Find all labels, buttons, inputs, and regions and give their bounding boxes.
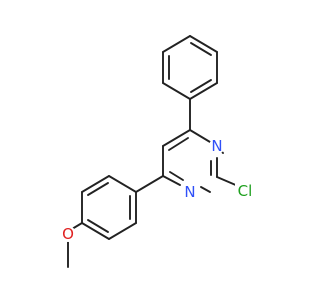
pyrimidine-ring [162,129,224,193]
bond [162,82,191,100]
double-bond-inner [190,42,212,56]
phenyl-ring [162,35,218,100]
bond-c-cl [216,176,239,187]
double-bond-inner [169,171,184,181]
atom-n3-label: N [184,183,195,201]
atom-o: O [60,225,76,243]
bond [108,175,137,193]
atom-n1: N [209,137,225,155]
double-bond-inner [87,182,109,196]
bond [135,175,164,193]
double-bond-inner [190,79,212,93]
bond [162,175,181,186]
atom-n1-label: N [211,137,222,155]
bond [189,129,211,143]
bond-c-o [71,222,83,230]
atom-cl-label: Cl [238,182,253,200]
bond [81,175,110,193]
structure-diagram: N N Cl O [60,35,256,268]
double-bond-inner [87,219,109,233]
bond [200,186,211,193]
bond [189,35,218,53]
atom-n3: N [182,183,198,201]
bond [162,35,191,53]
atom-cl: Cl [235,182,256,200]
bond [108,222,137,240]
atom-o-label: O [62,225,74,243]
bond [189,82,218,100]
methoxyphenyl-ring [81,175,137,240]
double-bond-inner [168,137,189,151]
bond [162,129,191,147]
bond [81,222,110,240]
